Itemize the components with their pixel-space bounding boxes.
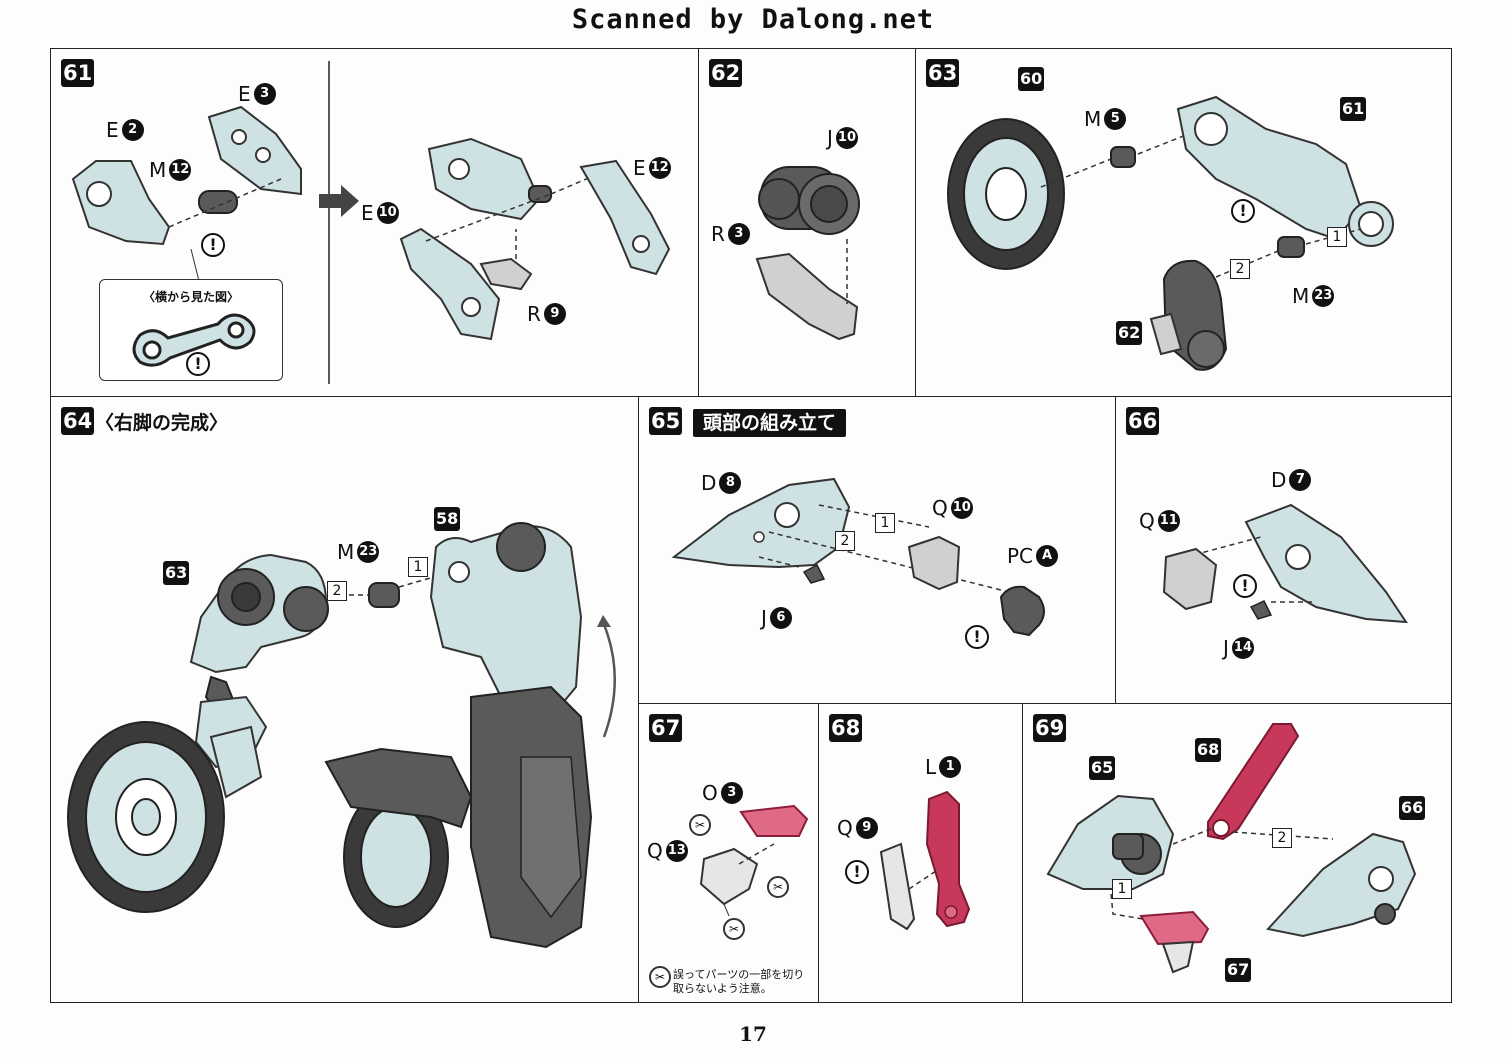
step-67-illustration (699, 804, 809, 917)
step-65-title: 頭部の組み立て (693, 409, 847, 437)
step-65-number: 65 (649, 407, 683, 435)
step-64-title: 〈右脚の完成〉 (95, 412, 229, 434)
step-63-number: 63 (926, 59, 960, 87)
step-69-panel: 69 65 68 66 67 1 2 (1022, 703, 1452, 1003)
warning-icon: ! (1233, 574, 1257, 598)
warning-icon: ! (845, 860, 869, 884)
warning-icon: ! (965, 625, 989, 649)
warning-icon: ! (201, 233, 225, 257)
step-65-illustration (671, 477, 1045, 637)
side-view-illustration (132, 313, 256, 367)
ref-63: 63 (163, 561, 190, 585)
step-63-illustration (947, 95, 1394, 371)
cut-caution-icon: ✂ (723, 918, 745, 940)
order-2: 2 (1272, 828, 1292, 848)
step-69-number: 69 (1033, 714, 1067, 742)
page-number: 17 (739, 1022, 767, 1046)
caution-note: 誤ってパーツの一部を切り取らないよう注意。 (673, 968, 805, 995)
order-1: 1 (408, 557, 428, 577)
step-64-number: 64 (61, 407, 95, 435)
step-68-number: 68 (829, 714, 863, 742)
ref-68: 68 (1195, 738, 1222, 762)
step-69-illustration (1046, 723, 1417, 974)
step-68-illustration (879, 790, 971, 931)
order-1: 1 (1112, 879, 1132, 899)
ref-61: 61 (1340, 97, 1367, 121)
order-2: 2 (835, 531, 855, 551)
ref-67: 67 (1225, 958, 1252, 982)
side-view-label: 〈横から見た図〉 (142, 290, 239, 304)
cut-caution-icon: ✂ (767, 876, 789, 898)
cut-caution-icon: ✂ (649, 966, 671, 988)
ref-62: 62 (1116, 321, 1143, 345)
ref-58: 58 (434, 507, 461, 531)
order-2: 2 (327, 581, 347, 601)
side-view-inset: 〈横から見た図〉 ! (99, 279, 283, 381)
scan-header: Scanned by Dalong.net (571, 4, 935, 35)
step-66-illustration (1162, 503, 1408, 624)
step-67-number: 67 (649, 714, 683, 742)
warning-icon: ! (186, 352, 210, 376)
order-1: 1 (875, 513, 895, 533)
warning-icon: ! (1231, 199, 1255, 223)
order-2: 2 (1230, 259, 1250, 279)
step-61-number: 61 (61, 59, 95, 87)
step-62-number: 62 (709, 59, 743, 87)
step-66-number: 66 (1126, 407, 1160, 435)
ref-65: 65 (1089, 756, 1116, 780)
step-62-illustration (755, 166, 860, 341)
ref-66: 66 (1399, 796, 1426, 820)
step-64-illustration (67, 522, 616, 949)
step-61-illustration (71, 61, 671, 384)
cut-caution-icon: ✂ (689, 814, 711, 836)
order-1: 1 (1327, 227, 1347, 247)
ref-60: 60 (1018, 67, 1045, 91)
